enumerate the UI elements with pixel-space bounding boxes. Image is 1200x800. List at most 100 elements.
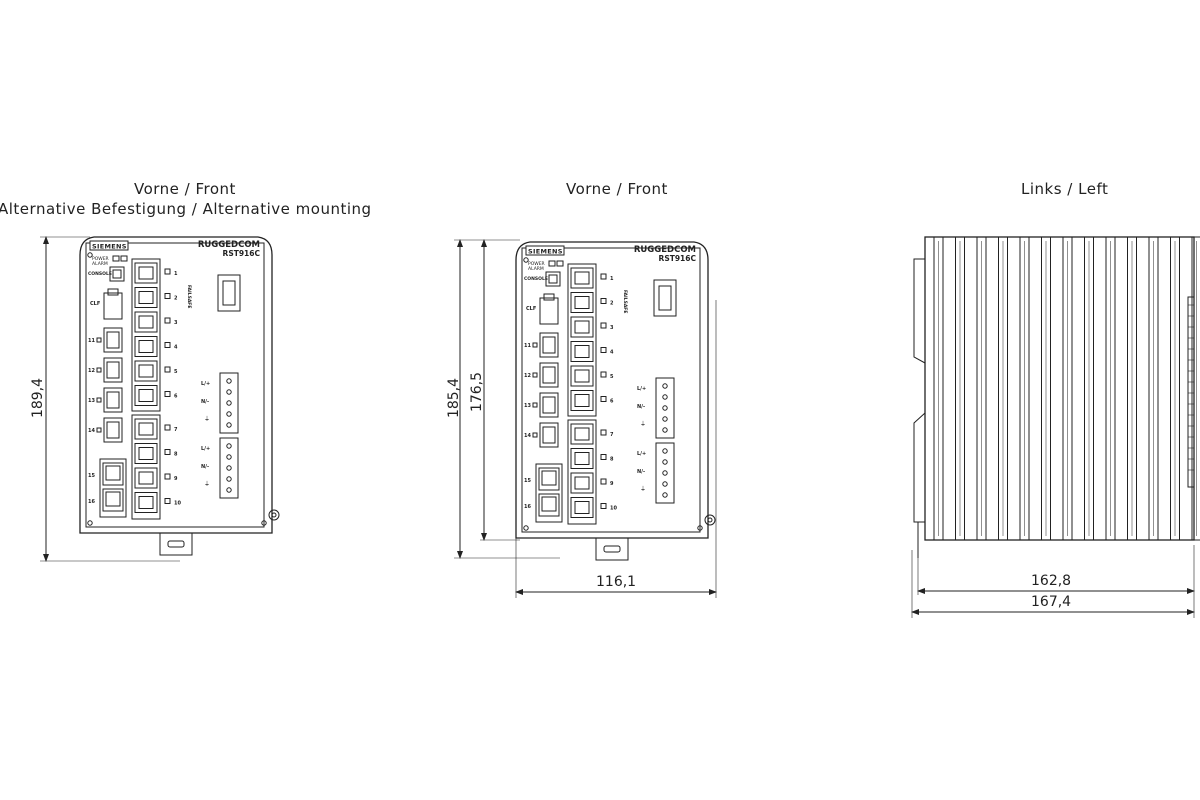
view-title-front: Vorne / Front: [566, 180, 668, 198]
port-label-12: 12: [524, 373, 531, 379]
ground-terminal-inner: [707, 517, 713, 523]
dimension-left-depth-inner: 162,8: [1031, 573, 1072, 589]
port-led-3: [600, 322, 607, 329]
psu-terminal-block-1: [655, 442, 675, 504]
port-label-10: 10: [610, 506, 617, 512]
rj45-port-inner-8: [138, 447, 154, 460]
rj45-port-inner-5: [138, 364, 154, 378]
dimension-lines: [40, 236, 1195, 618]
brand-logo: SIEMENS: [528, 248, 563, 256]
port-label-2: 2: [610, 301, 614, 307]
rj45-port-15: [538, 467, 560, 491]
sfp-port-11: [103, 327, 123, 353]
mounting-tab: [595, 537, 629, 561]
console-port: [109, 266, 125, 282]
rj45-port-inner-3: [138, 315, 154, 329]
clf-slot: [539, 297, 559, 325]
rj45-port-10: [570, 497, 594, 518]
rj45-port-inner-6: [138, 389, 154, 402]
port-label-11: 11: [524, 343, 531, 349]
rj45-port-5: [134, 360, 158, 382]
port-label-14: 14: [524, 433, 531, 439]
port-label-6: 6: [610, 399, 614, 405]
rj45-port-inner-3: [574, 320, 590, 334]
brand-logo: SIEMENS: [92, 243, 127, 251]
port-label-16: 16: [524, 504, 531, 510]
port-led-7: [600, 429, 607, 436]
port-led-2: [600, 298, 607, 304]
view-title-front-alt: Vorne / Front: [134, 180, 236, 198]
port-led-9: [164, 473, 171, 480]
sfp-port-inner-11: [542, 336, 556, 354]
port-led-8: [600, 454, 607, 460]
view-subtitle-front-alt: Alternative Befestigung / Alternative mo…: [0, 200, 372, 218]
cooling-fin-8: [1105, 236, 1116, 541]
cooling-fin-0: [933, 236, 944, 541]
sfp-port-13: [103, 387, 123, 413]
brand-logo-box: [89, 240, 129, 251]
screw-2: [87, 252, 93, 258]
cooling-fin-6: [1062, 236, 1073, 541]
failsafe-connector: [217, 274, 241, 312]
rj45-port-9: [134, 467, 158, 489]
failsafe-connector: [653, 279, 677, 317]
port-label-7: 7: [610, 432, 614, 438]
rj45-port-inner-10: [574, 501, 590, 514]
sfp-port-inner-12: [106, 361, 120, 379]
psu-terminal-1-3: [226, 476, 232, 482]
port-led-10: [600, 503, 607, 509]
sfp-port-13: [539, 392, 559, 418]
psu-terminal-1-0: [226, 443, 232, 449]
sfp-port-inner-13: [542, 396, 556, 414]
rj45-port-5: [570, 365, 594, 387]
console-port-inner: [548, 274, 558, 284]
port-label-15: 15: [88, 473, 95, 479]
port-label-16: 16: [88, 499, 95, 505]
cooling-fin-11: [1170, 236, 1180, 541]
port-label-5: 5: [610, 374, 614, 380]
rj45-port-3: [570, 316, 594, 338]
model-label: RST916C: [659, 254, 697, 263]
console-label: CONSOLE: [524, 276, 548, 282]
failsafe-label: FAILSAFE: [622, 290, 628, 313]
brand-logo-box: [525, 245, 565, 256]
psu-1-ground-label: ⏚: [640, 486, 646, 493]
ground-terminal-inner: [271, 512, 277, 518]
device-face-panel: [521, 247, 701, 533]
port-led-8: [164, 449, 171, 455]
psu-terminal-0-2: [662, 405, 668, 411]
port-led-14: [96, 427, 102, 433]
din-clip-bottom: [913, 412, 926, 523]
psu-0-l-plus-label: L/+: [637, 386, 646, 392]
cooling-fin-5: [1041, 236, 1051, 541]
sfp-port-14: [539, 422, 559, 448]
clf-slot: [103, 292, 123, 320]
ground-terminal: [704, 514, 716, 526]
port-led-14: [532, 432, 538, 438]
rj45-port-2: [134, 287, 158, 308]
port-label-7: 7: [174, 427, 178, 433]
sfp-port-inner-14: [106, 421, 120, 439]
sfp-port-inner-11: [106, 331, 120, 349]
rj45-port-8: [570, 448, 594, 469]
port-label-8: 8: [610, 457, 614, 463]
cooling-fin-12: [1191, 236, 1200, 541]
psu-terminal-1-3: [662, 481, 668, 487]
rj45-block-15-16: [535, 463, 563, 523]
sfp-port-12: [539, 362, 559, 388]
model-label: RST916C: [223, 249, 261, 258]
device-housing: [515, 241, 709, 539]
port-led-10: [164, 498, 171, 504]
rj45-port-15: [102, 462, 124, 486]
psu-terminal-1-0: [662, 448, 668, 454]
failsafe-label: FAILSAFE: [186, 285, 192, 308]
product-line-label: RUGGEDCOM: [634, 245, 696, 255]
clf-label: CLF: [90, 301, 100, 307]
clf-label: CLF: [526, 306, 536, 312]
port-led-12: [96, 367, 102, 373]
cooling-fin-9: [1127, 236, 1137, 541]
port-label-10: 10: [174, 501, 181, 507]
rj45-port-inner-16: [105, 491, 121, 507]
power-label: POWER: [92, 256, 109, 262]
